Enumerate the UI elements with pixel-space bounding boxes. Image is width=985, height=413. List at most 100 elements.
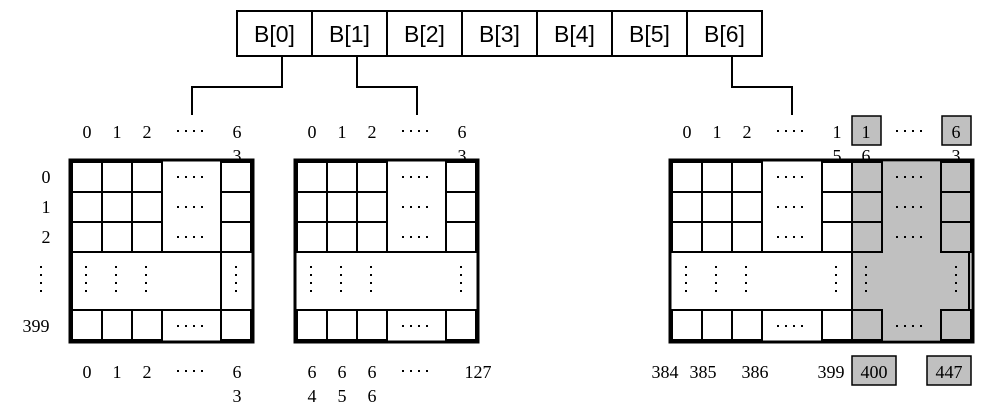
cell bbox=[220, 221, 252, 253]
highlight-index-boxes bbox=[851, 115, 972, 386]
row-labels: 0 1 2 399 bbox=[23, 167, 51, 336]
connector-b0 bbox=[191, 56, 283, 115]
buffer-cell-2 bbox=[386, 10, 463, 57]
bottom-index-box-447 bbox=[926, 355, 972, 386]
cell bbox=[131, 191, 163, 223]
connector-b6 bbox=[731, 56, 793, 115]
column-label-bottom: 2 bbox=[143, 362, 152, 382]
cell bbox=[701, 309, 733, 341]
column-label-bottom: 0 bbox=[83, 362, 92, 382]
highlight-cell bbox=[851, 309, 883, 341]
buffer-label-6: B[6] bbox=[704, 21, 745, 47]
top-index-box-63 bbox=[941, 115, 972, 146]
buffer-label-5: B[5] bbox=[629, 21, 670, 47]
buffer-cell-0 bbox=[236, 10, 313, 57]
buffer-label-1: B[1] bbox=[329, 21, 370, 47]
bottom-index-box-400 bbox=[851, 355, 897, 386]
cell bbox=[701, 221, 733, 253]
buffer-label-4: B[4] bbox=[554, 21, 595, 47]
highlight-cell bbox=[940, 221, 972, 253]
ellipsis-dots bbox=[85, 176, 957, 327]
buffer-cell-1 bbox=[311, 10, 388, 57]
cell bbox=[821, 191, 853, 223]
cell bbox=[701, 161, 733, 193]
cell bbox=[131, 221, 163, 253]
column-label-top: 2 bbox=[368, 122, 377, 142]
connector-b1 bbox=[356, 56, 418, 115]
column-label-bottom: 447 bbox=[936, 362, 963, 382]
cell bbox=[101, 221, 133, 253]
cell bbox=[296, 161, 328, 193]
column-label-bottom: 386 bbox=[742, 362, 769, 382]
cell bbox=[326, 309, 358, 341]
buffer-label-2: B[2] bbox=[404, 21, 445, 47]
cell bbox=[356, 161, 388, 193]
buffer-label-0: B[0] bbox=[254, 21, 295, 47]
cell bbox=[220, 161, 252, 193]
cell bbox=[731, 309, 763, 341]
highlight-cell bbox=[940, 309, 972, 341]
row-label-0: 0 bbox=[42, 167, 51, 187]
column-label-bottom: 127 bbox=[465, 362, 492, 382]
cell bbox=[71, 161, 103, 193]
cell bbox=[731, 221, 763, 253]
highlight-cell bbox=[851, 191, 883, 223]
index-ellipses bbox=[177, 130, 928, 372]
cell bbox=[101, 161, 133, 193]
column-label-top: 0 bbox=[83, 122, 92, 142]
buffer-array bbox=[236, 10, 763, 57]
highlight-cell bbox=[851, 161, 883, 193]
cell bbox=[701, 191, 733, 223]
cell bbox=[671, 309, 703, 341]
cell bbox=[731, 161, 763, 193]
row-label-2: 2 bbox=[42, 227, 51, 247]
highlight-cell bbox=[940, 161, 972, 193]
highlight-cell bbox=[940, 191, 972, 223]
cell bbox=[671, 221, 703, 253]
buffer-labels: B[0] B[1] B[2] B[3] B[4] B[5] B[6] bbox=[254, 21, 745, 47]
cell bbox=[821, 161, 853, 193]
column-label-bottom: 400 bbox=[861, 362, 888, 382]
column-label-bottom: 385 bbox=[690, 362, 717, 382]
column-label-top: 1 bbox=[338, 122, 347, 142]
cell bbox=[671, 161, 703, 193]
cell bbox=[326, 221, 358, 253]
highlight-region-border bbox=[940, 162, 970, 340]
cell bbox=[445, 309, 477, 341]
cell bbox=[731, 191, 763, 223]
column-label-bottom: 1 bbox=[113, 362, 122, 382]
cell bbox=[131, 309, 163, 341]
column-label-top: 0 bbox=[308, 122, 317, 142]
buffer-cell-5 bbox=[611, 10, 688, 57]
cell bbox=[445, 191, 477, 223]
column-label-top: 1 bbox=[713, 122, 722, 142]
cell bbox=[220, 191, 252, 223]
cell bbox=[131, 161, 163, 193]
cell bbox=[821, 221, 853, 253]
buffer-label-3: B[3] bbox=[479, 21, 520, 47]
top-index-box-16 bbox=[851, 115, 882, 146]
column-label-top: 0 bbox=[683, 122, 692, 142]
cell bbox=[71, 191, 103, 223]
cell bbox=[356, 191, 388, 223]
cell bbox=[326, 161, 358, 193]
cell bbox=[101, 191, 133, 223]
grid-6 bbox=[668, 158, 975, 344]
column-label-bottom: 384 bbox=[652, 362, 679, 382]
buffer-cell-4 bbox=[536, 10, 613, 57]
connectors bbox=[191, 56, 793, 115]
cell bbox=[821, 309, 853, 341]
highlight-region-border bbox=[851, 162, 883, 340]
grid-1 bbox=[293, 158, 480, 344]
cell bbox=[71, 221, 103, 253]
